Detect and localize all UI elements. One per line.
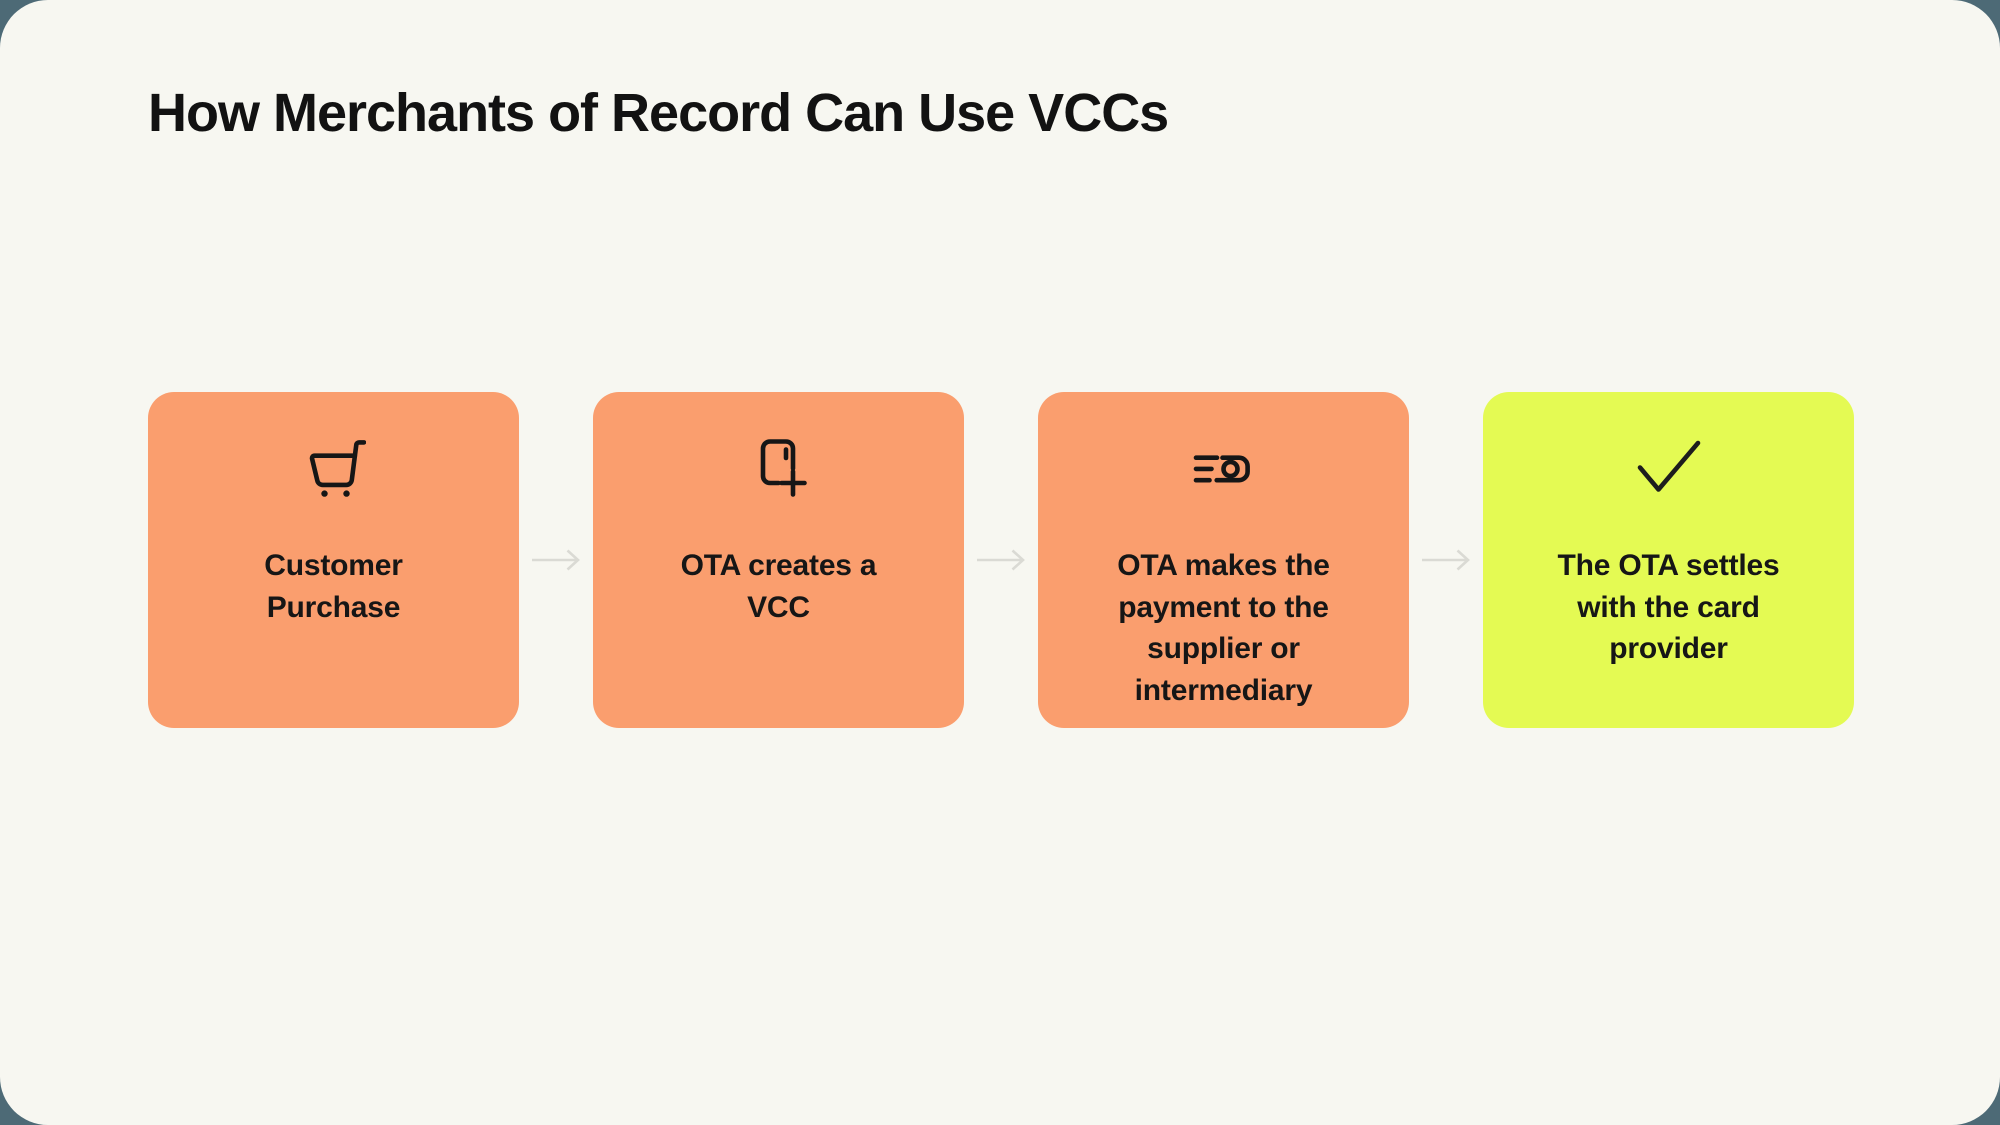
arrow-icon	[964, 547, 1038, 573]
arrow-icon	[519, 547, 593, 573]
card-plus-icon	[747, 435, 811, 499]
step-label: The OTA settles with the card provider	[1557, 549, 1780, 665]
step-card-ota-settles: The OTA settles with the card provider	[1483, 392, 1854, 728]
page-title: How Merchants of Record Can Use VCCs	[148, 83, 1169, 143]
flow-row: Customer Purchase OTA creates a VCC	[148, 392, 1854, 728]
step-label: Customer Purchase	[264, 549, 403, 624]
step-card-ota-makes-payment: OTA makes the payment to the supplier or…	[1038, 392, 1409, 728]
payment-send-icon	[1192, 435, 1256, 499]
arrow-icon	[1409, 547, 1483, 573]
check-icon	[1637, 435, 1701, 499]
step-card-customer-purchase: Customer Purchase	[148, 392, 519, 728]
step-label: OTA creates a VCC	[680, 549, 877, 624]
step-card-ota-creates-vcc: OTA creates a VCC	[593, 392, 964, 728]
step-label: OTA makes the payment to the supplier or…	[1117, 549, 1330, 707]
shopping-cart-icon	[302, 435, 366, 499]
